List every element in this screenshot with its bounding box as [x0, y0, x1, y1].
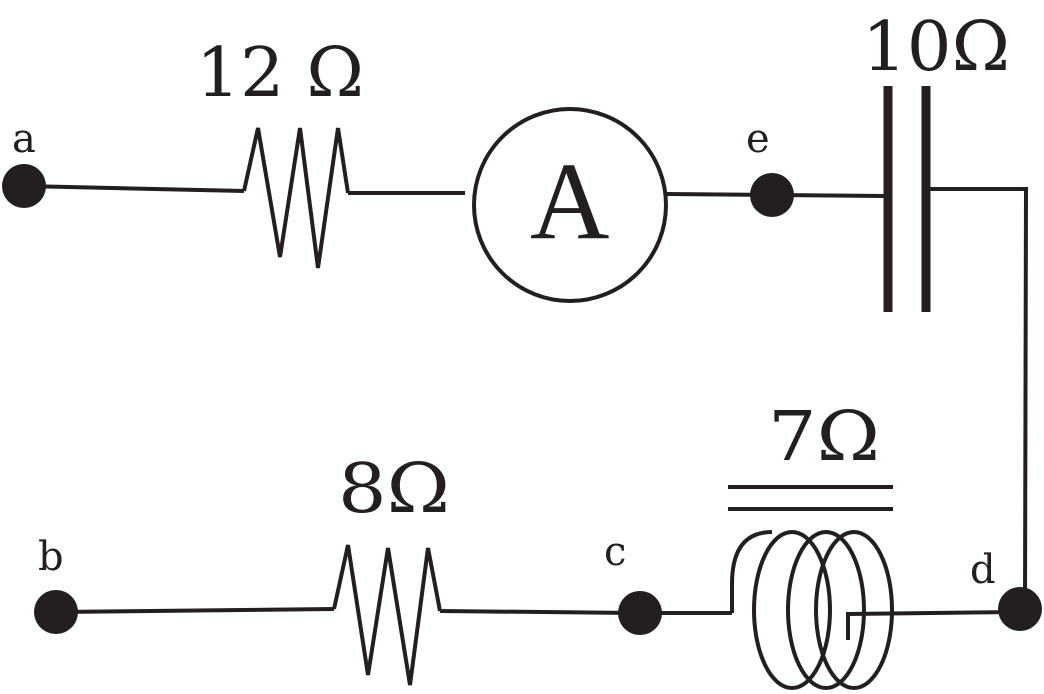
node-label-c: c — [604, 529, 626, 575]
wire-b-to-resistor — [57, 607, 335, 614]
ammeter-symbol — [472, 107, 668, 303]
resistor-12-label: 12 Ω — [196, 34, 364, 113]
wire-resistor-to-c — [439, 609, 641, 615]
ammeter-label: A — [530, 140, 609, 262]
node-label-e: e — [746, 116, 770, 162]
node-label-d: d — [970, 547, 996, 593]
wire-capacitor-to-d — [930, 187, 1029, 607]
wire-a-to-resistor — [23, 184, 245, 193]
terminal-b[interactable] — [34, 590, 78, 634]
terminal-d[interactable] — [998, 587, 1042, 631]
terminal-c[interactable] — [618, 591, 662, 635]
resistor-12-symbol — [242, 127, 350, 269]
resistor-8-symbol — [332, 544, 442, 686]
inductor-label: 7Ω — [768, 398, 880, 477]
capacitor-label: 10Ω — [862, 8, 1010, 87]
node-label-a: a — [12, 116, 36, 162]
node-label-b: b — [38, 534, 64, 580]
terminal-e[interactable] — [750, 173, 794, 217]
inductor-coil — [730, 530, 1016, 690]
terminal-a[interactable] — [2, 164, 46, 208]
resistor-8-label: 8Ω — [338, 450, 450, 529]
